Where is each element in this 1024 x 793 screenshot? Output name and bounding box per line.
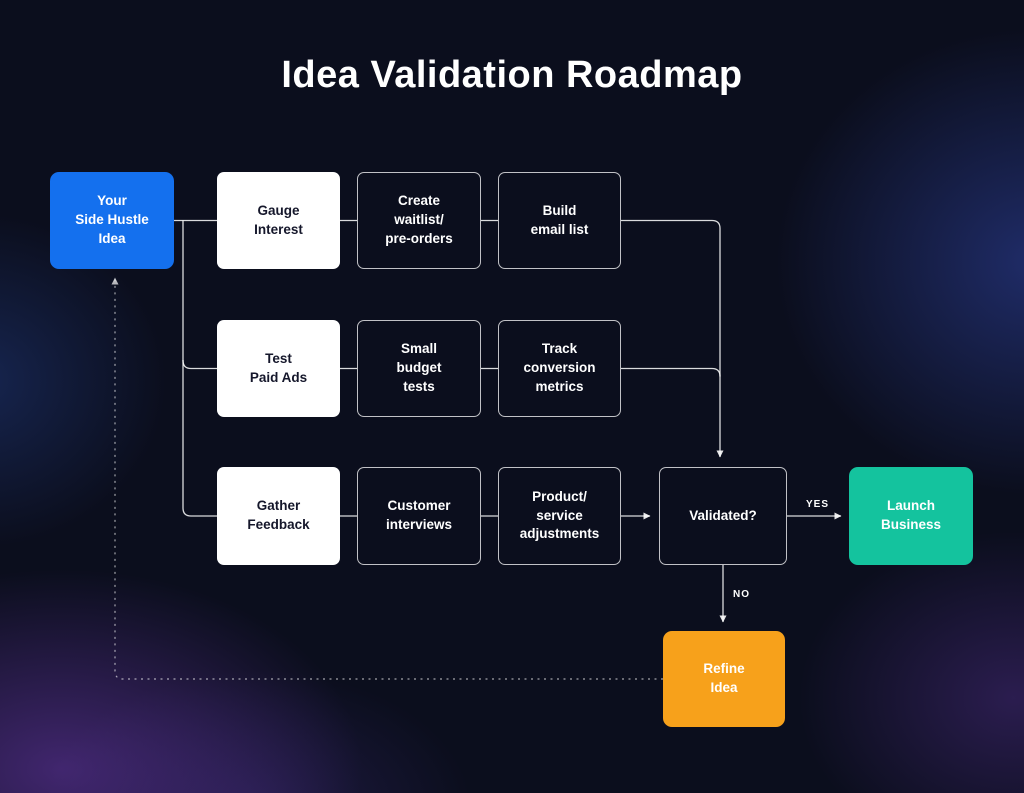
- node-small-budget-tests: Small budget tests: [357, 320, 481, 417]
- edge-idea-to-test: [182, 220, 217, 370]
- node-build-email-list: Build email list: [498, 172, 621, 269]
- page-title: Idea Validation Roadmap: [281, 54, 743, 96]
- node-refine-idea: Refine Idea: [663, 631, 785, 727]
- node-gauge-interest: Gauge Interest: [217, 172, 340, 269]
- edge-label-yes: YES: [806, 499, 830, 510]
- node-product-service-adjustments: Product/ service adjustments: [498, 467, 621, 565]
- node-validated-decision: Validated?: [659, 467, 787, 565]
- node-gather-feedback: Gather Feedback: [217, 467, 340, 565]
- node-track-conversion-metrics: Track conversion metrics: [498, 320, 621, 417]
- node-customer-interviews: Customer interviews: [357, 467, 481, 565]
- node-test-paid-ads: Test Paid Ads: [217, 320, 340, 417]
- edge-track-to-validated: [621, 367, 721, 377]
- edge-idea-to-gather: [182, 360, 217, 517]
- node-your-side-hustle-idea: Your Side Hustle Idea: [50, 172, 174, 269]
- node-create-waitlist-pre-orders: Create waitlist/ pre-orders: [357, 172, 481, 269]
- edge-email-to-validated: [621, 219, 724, 458]
- node-launch-business: Launch Business: [849, 467, 973, 565]
- edge-label-no: NO: [733, 589, 750, 600]
